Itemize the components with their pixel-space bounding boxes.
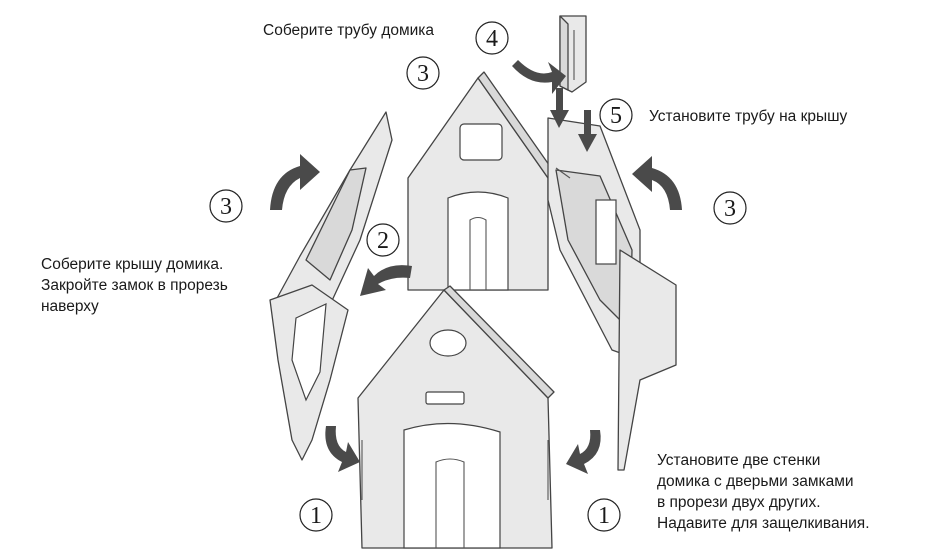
arrow-step3-left [270,154,320,210]
arrow-step1-left [325,426,360,472]
walls-instruction: Установите две стенки домика с дверьми з… [657,450,870,534]
chimney-instruction-text: Соберите трубу домика [263,22,435,39]
step-2-marker: 2 [366,223,400,257]
walls-instruction-line-4: Надавите для защелкивания. [657,515,870,532]
roof-instruction-line-3: наверху [41,298,99,315]
step-1-right-number: 1 [598,503,610,529]
arrow-step3-right [632,156,682,210]
step-2-number: 2 [377,228,389,254]
step-3-left-number: 3 [220,194,232,220]
step-5-marker: 5 [599,98,633,132]
arrow-chimney-insert-left [550,88,569,128]
back-wall-panel [407,71,555,291]
install-chimney-instruction: Установите трубу на крышу [649,106,847,127]
walls-instruction-line-2: домика с дверьми замками [657,473,854,490]
arrow-step1-right [566,430,601,474]
step-5-number: 5 [610,103,622,129]
right-roof-panel [547,117,677,471]
walls-instruction-line-3: в прорези двух других. [657,494,821,511]
install-chimney-instruction-text: Установите трубу на крышу [649,108,848,125]
front-wall-panel [357,285,555,549]
step-3-left-marker: 3 [209,189,243,223]
step-3-top-number: 3 [417,61,429,87]
step-4-number: 4 [486,26,498,52]
step-1-left-marker: 1 [299,498,333,532]
roof-instruction-line-1: Соберите крышу домика. [41,256,224,273]
step-1-left-number: 1 [310,503,322,529]
walls-instruction-line-1: Установите две стенки [657,452,821,469]
step-3-right-number: 3 [724,196,736,222]
arrow-chimney-down [512,60,566,94]
step-4-marker: 4 [475,21,509,55]
step-3-right-marker: 3 [713,191,747,225]
arrow-chimney-insert-right [578,110,597,152]
chimney-piece [559,15,587,93]
step-1-right-marker: 1 [587,498,621,532]
step-3-top-marker: 3 [406,56,440,90]
roof-instruction-line-2: Закройте замок в прорезь [41,277,228,294]
roof-instruction: Соберите крышу домика. Закройте замок в … [41,254,228,317]
arrow-step2 [360,265,412,296]
chimney-instruction: Соберите трубу домика [263,20,434,41]
left-roof-panel [269,111,393,461]
